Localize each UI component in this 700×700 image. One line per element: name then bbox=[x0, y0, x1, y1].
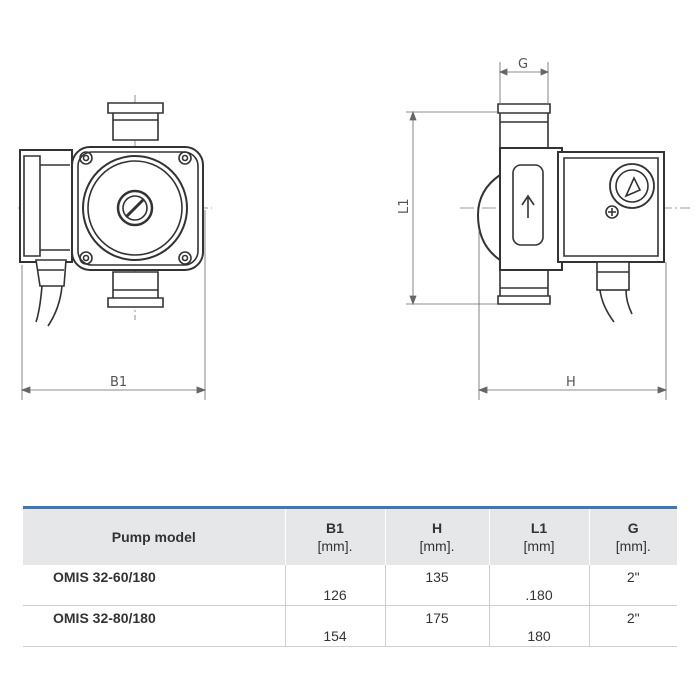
header-g-symbol: G bbox=[627, 520, 639, 536]
cell-g: 2" bbox=[588, 565, 677, 606]
header-h-symbol: H bbox=[431, 520, 443, 536]
cell-h: 135 bbox=[384, 565, 489, 606]
header-g-unit: [mm]. bbox=[615, 538, 651, 554]
table-row: OMIS 32-80/180 154 175 180 2" bbox=[23, 605, 677, 647]
header-pump-model: Pump model bbox=[23, 506, 285, 565]
dimension-b1-label: B1 bbox=[110, 375, 127, 390]
header-l1: L1 [mm] bbox=[488, 506, 589, 565]
spec-table: Pump model B1 [mm]. H [mm]. L1 [mm] G [m… bbox=[23, 506, 677, 647]
cell-b1: 154 bbox=[284, 605, 385, 647]
header-b1: B1 [mm]. bbox=[284, 506, 385, 565]
side-view bbox=[460, 103, 690, 323]
dimension-g bbox=[498, 62, 550, 104]
header-l1-symbol: L1 bbox=[530, 520, 548, 536]
dimension-b1 bbox=[20, 210, 207, 400]
dimension-l1-label: L1 bbox=[397, 198, 412, 214]
header-g: G [mm]. bbox=[588, 506, 677, 565]
dimension-h-label: H bbox=[566, 375, 576, 390]
cell-h: 175 bbox=[384, 605, 489, 647]
header-b1-unit: [mm]. bbox=[317, 538, 353, 554]
front-view bbox=[18, 95, 212, 327]
header-h: H [mm]. bbox=[384, 506, 489, 565]
cell-b1: 126 bbox=[284, 565, 385, 606]
header-b1-symbol: B1 bbox=[326, 520, 344, 536]
dimension-g-label: G bbox=[518, 57, 528, 72]
cell-model: OMIS 32-80/180 bbox=[23, 605, 285, 647]
cell-model: OMIS 32-60/180 bbox=[23, 565, 285, 606]
cell-l1: .180 bbox=[488, 565, 589, 606]
dimension-l1 bbox=[406, 110, 498, 306]
table-row: OMIS 32-60/180 126 135 .180 2" bbox=[23, 565, 677, 606]
cell-l1: 180 bbox=[488, 605, 589, 647]
pump-technical-drawing: B1 bbox=[18, 57, 690, 400]
cell-g: 2" bbox=[588, 605, 677, 647]
header-l1-unit: [mm] bbox=[523, 538, 555, 554]
table-header-row: Pump model B1 [mm]. H [mm]. L1 [mm] G [m… bbox=[23, 506, 677, 565]
header-h-unit: [mm]. bbox=[419, 538, 455, 554]
dimension-h bbox=[477, 230, 668, 400]
